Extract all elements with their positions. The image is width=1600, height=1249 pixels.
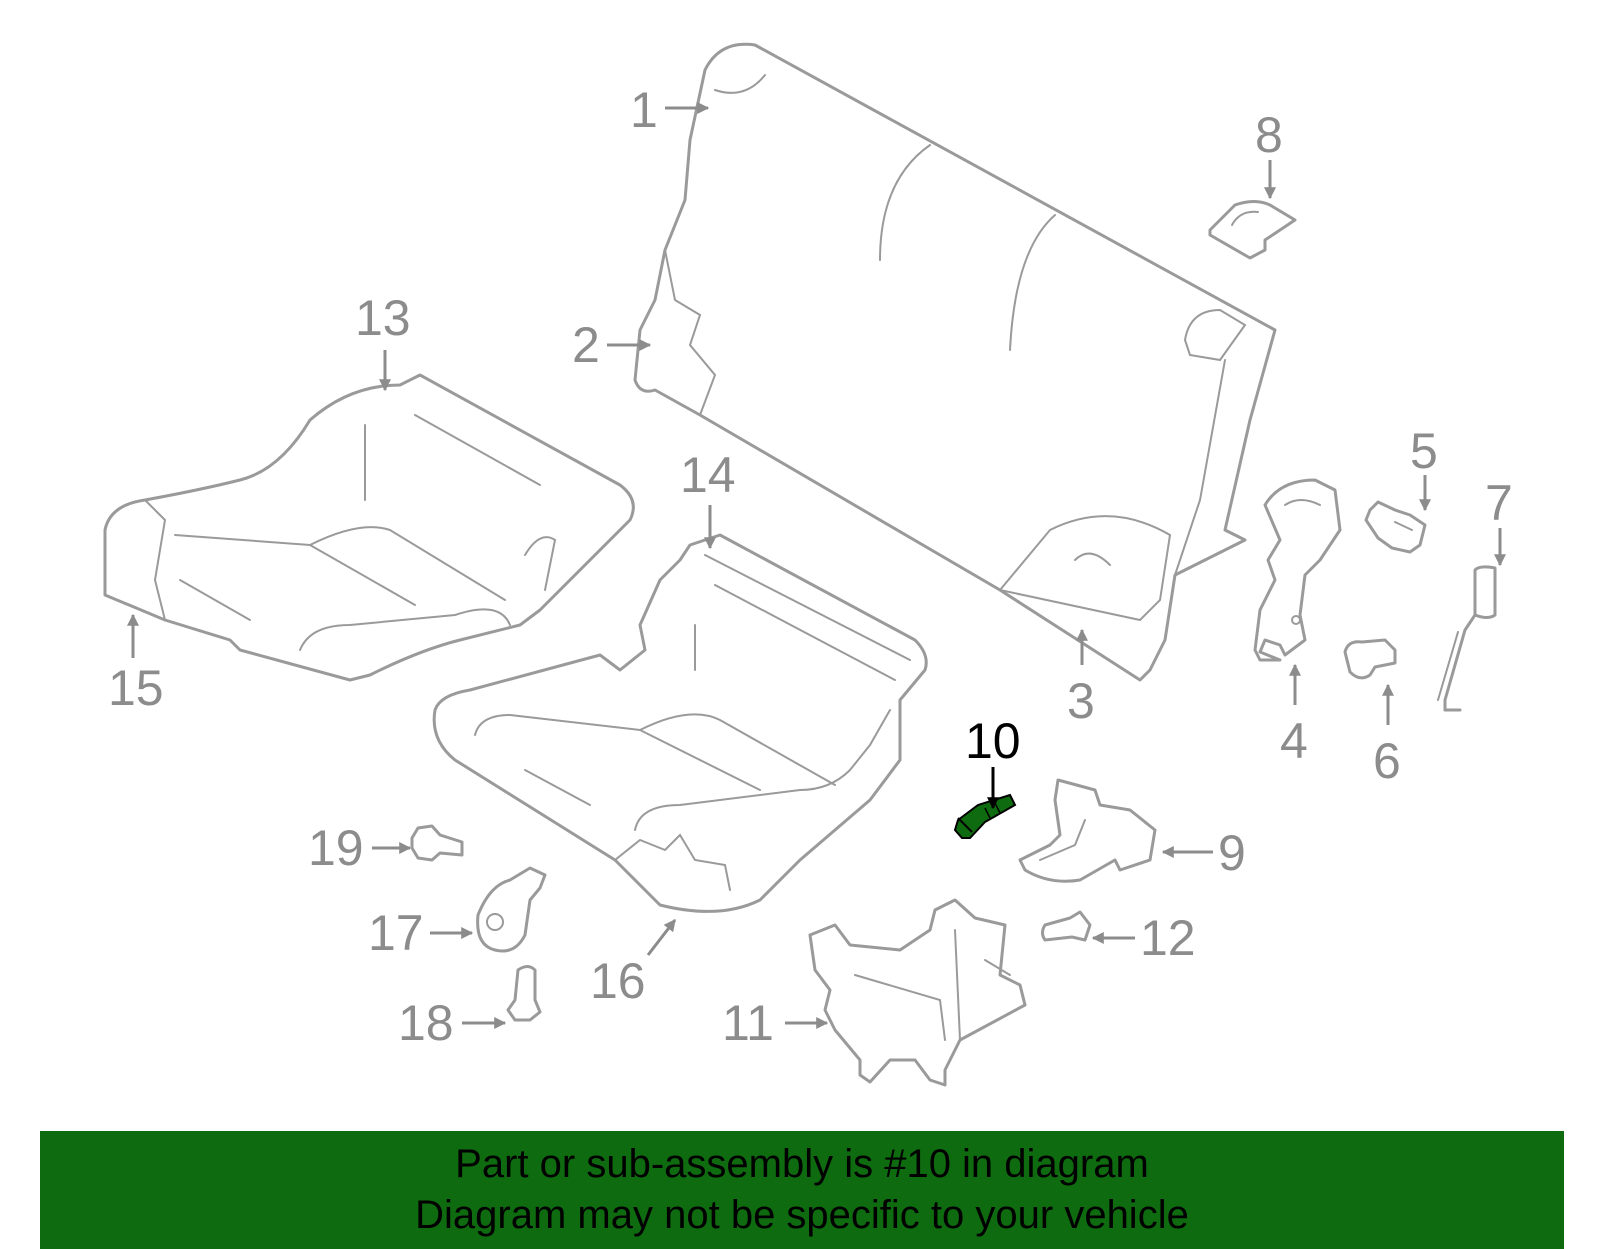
- frame-part-11: [808, 898, 1027, 1087]
- callout-8: 8: [1255, 107, 1283, 163]
- bolt-part-10: [953, 793, 1017, 839]
- bolt-part-18: [506, 965, 542, 1022]
- callout-6: 6: [1373, 733, 1401, 789]
- callout-10-highlighted: 10: [965, 713, 1021, 769]
- callout-2: 2: [572, 317, 600, 373]
- callout-arrows: [127, 102, 1506, 1029]
- callout-12: 12: [1140, 910, 1196, 966]
- callout-11: 11: [722, 995, 774, 1051]
- clip-part-8: [1208, 200, 1297, 260]
- callout-1: 1: [630, 82, 658, 138]
- callout-15: 15: [108, 660, 164, 716]
- bolt-part-5: [1364, 500, 1427, 554]
- banner-line-disclaimer: Diagram may not be specific to your vehi…: [415, 1193, 1189, 1237]
- callout-3: 3: [1067, 673, 1095, 729]
- rod-part-7: [1437, 565, 1497, 712]
- parts-diagram: 1 2 3 4 5 6 7 8 9 10 11 12 13 14 15 16 1…: [103, 42, 1513, 1087]
- callout-19: 19: [308, 820, 364, 876]
- info-banner: Part or sub-assembly is #10 in diagram D…: [40, 1131, 1564, 1249]
- callout-4: 4: [1280, 713, 1308, 769]
- seat-cushion-right: [432, 533, 928, 913]
- bolt-part-12: [1041, 910, 1092, 942]
- bolt-part-19: [410, 824, 464, 862]
- callout-5: 5: [1410, 423, 1438, 479]
- hinge-bracket-part-4: [1253, 478, 1342, 662]
- seat-cushion-left: [103, 373, 635, 682]
- callout-14: 14: [680, 447, 736, 503]
- callout-7: 7: [1485, 475, 1513, 531]
- callout-17: 17: [368, 905, 424, 961]
- callout-9: 9: [1218, 825, 1246, 881]
- callout-labels: 1 2 3 4 5 6 7 8 9 10 11 12 13 14 15 16 1…: [108, 82, 1513, 1051]
- seat-back: [633, 42, 1277, 682]
- clip-part-6: [1343, 638, 1397, 680]
- bracket-part-17: [476, 866, 547, 953]
- bracket-part-9: [1018, 778, 1157, 883]
- banner-line-part-number: Part or sub-assembly is #10 in diagram: [455, 1142, 1149, 1186]
- callout-13: 13: [355, 290, 411, 346]
- callout-18: 18: [398, 995, 454, 1051]
- callout-16: 16: [590, 953, 646, 1009]
